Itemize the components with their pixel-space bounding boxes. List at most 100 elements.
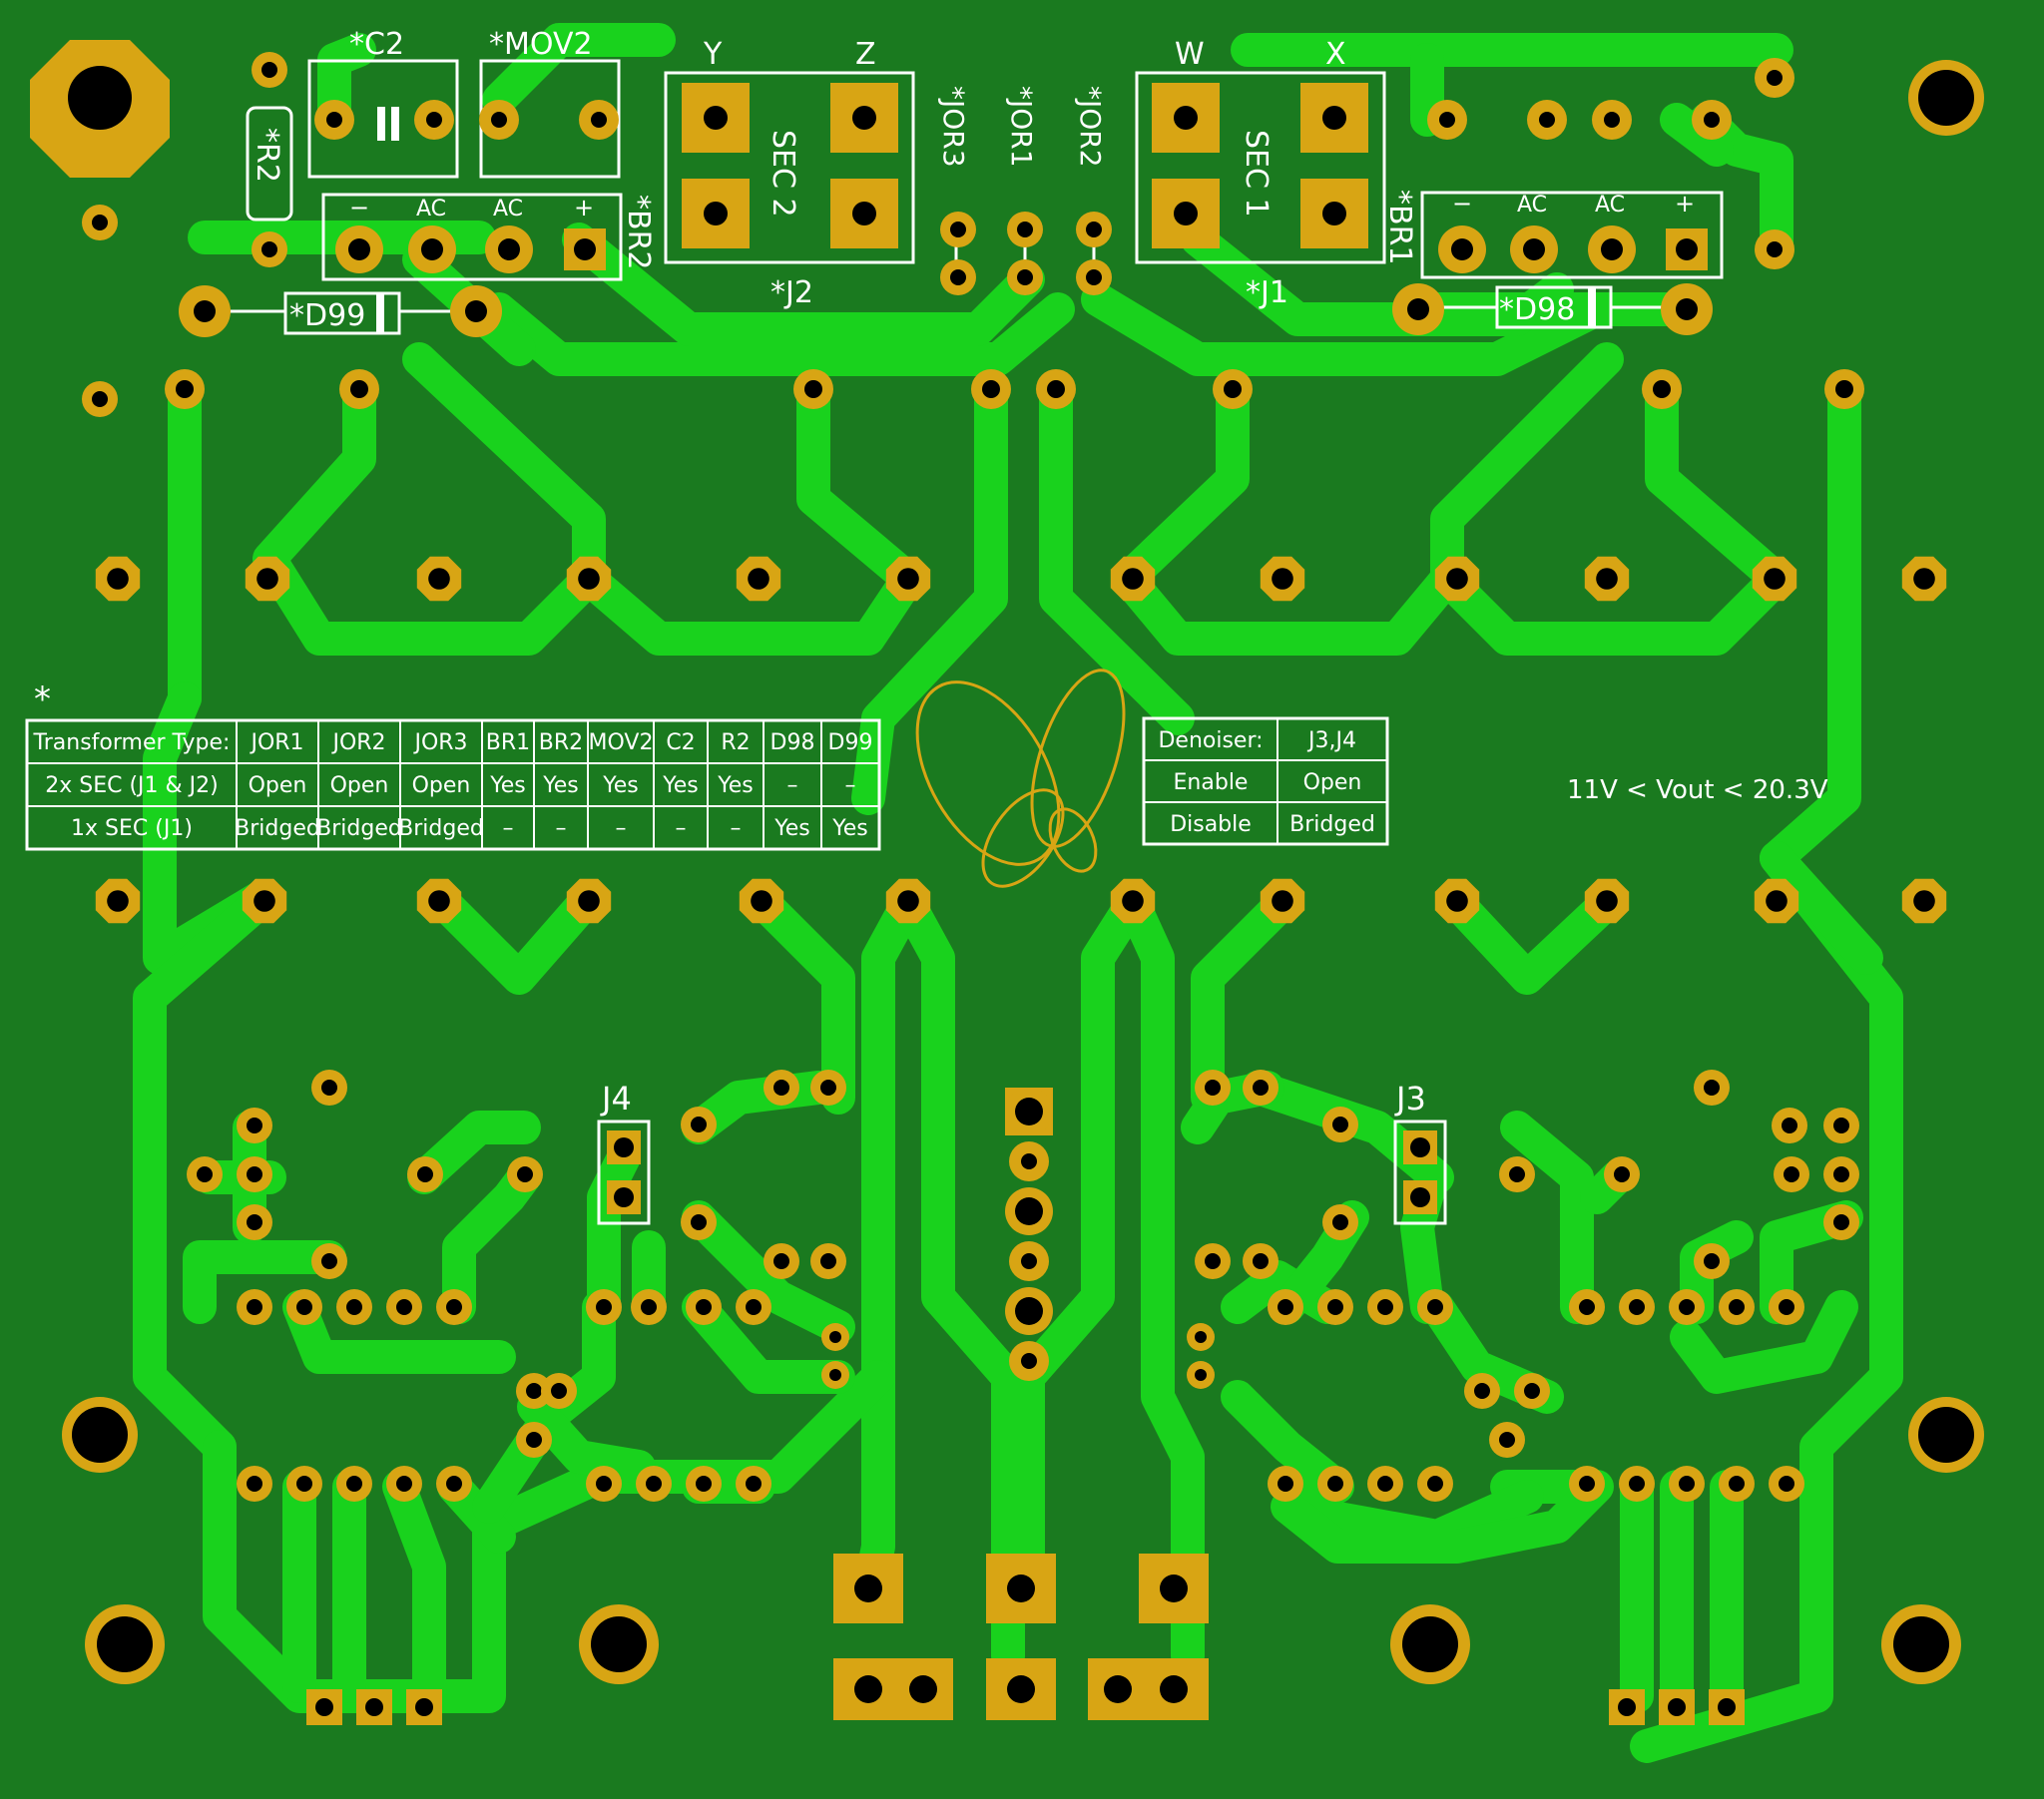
pad [833, 1554, 903, 1623]
pad [1300, 179, 1368, 248]
label-jor2: *JOR2 [1074, 86, 1107, 168]
pad [339, 369, 379, 409]
label-j2: *J2 [770, 275, 813, 310]
pad [485, 225, 533, 273]
pad [237, 1156, 272, 1192]
pad [187, 1156, 223, 1192]
pad [1584, 556, 1630, 602]
pad [311, 1243, 347, 1279]
pad [436, 1289, 472, 1325]
pad [1007, 212, 1043, 247]
pad [586, 1466, 622, 1502]
br1-ac2: AC [1595, 193, 1625, 218]
pad [810, 1243, 846, 1279]
pad [408, 225, 456, 273]
pad [286, 1466, 322, 1502]
config-cell: – [787, 773, 798, 798]
pad [237, 1204, 272, 1240]
pad [1322, 1204, 1358, 1240]
pad [252, 52, 287, 88]
pad [681, 1107, 717, 1142]
pad [407, 1156, 443, 1192]
br1-ac1: AC [1517, 193, 1547, 218]
pad [1774, 1156, 1809, 1192]
pad [566, 878, 612, 924]
pad [1195, 1070, 1231, 1106]
logo-mark [915, 669, 1126, 888]
label-w: W [1175, 37, 1205, 72]
pad [1187, 1361, 1215, 1389]
config-cell: Yes [773, 816, 810, 841]
pad [971, 369, 1011, 409]
pad [1392, 283, 1444, 335]
pad [1152, 83, 1220, 153]
config-header-cell: BR2 [539, 730, 583, 755]
pad [1584, 878, 1630, 924]
pad [356, 1689, 392, 1725]
pad [586, 1289, 622, 1325]
pad [607, 1180, 641, 1214]
pad [1260, 878, 1305, 924]
config-header-cell: C2 [666, 730, 695, 755]
pad [793, 369, 833, 409]
pad [1499, 1156, 1535, 1192]
pad [1243, 1243, 1278, 1279]
pad [1367, 1466, 1403, 1502]
pad [739, 878, 784, 924]
pad [1619, 1289, 1655, 1325]
pad [1317, 1466, 1353, 1502]
config-header-cell: R2 [721, 730, 750, 755]
pad [1438, 225, 1486, 273]
config-cell: Open [249, 773, 307, 798]
pad [1719, 1466, 1755, 1502]
pad [736, 556, 781, 602]
pad [681, 1204, 717, 1240]
pad [1823, 1108, 1859, 1143]
pad [1417, 1466, 1453, 1502]
pad [1076, 212, 1112, 247]
config-cell: Yes [831, 816, 868, 841]
config-cell: – [503, 816, 514, 841]
config-cell: Yes [602, 773, 639, 798]
pad [607, 1130, 641, 1164]
pad [686, 1466, 722, 1502]
config-cell: Open [330, 773, 389, 798]
label-z: Z [855, 37, 876, 72]
pad [1772, 1108, 1807, 1143]
pad [833, 1658, 903, 1720]
pad [764, 1070, 799, 1106]
pad [237, 1289, 272, 1325]
pad [245, 556, 290, 602]
pad [416, 878, 462, 924]
j2-outline [664, 71, 915, 264]
pad [165, 369, 205, 409]
pad [1709, 1689, 1745, 1725]
config-header-cell: D98 [770, 730, 815, 755]
pad [1195, 1243, 1231, 1279]
label-jor3: *JOR3 [937, 86, 970, 168]
pad [736, 1289, 771, 1325]
pad [1755, 58, 1794, 98]
config-cell: Open [412, 773, 471, 798]
denoiser-header-cell: Denoiser: [1158, 728, 1263, 753]
pad [986, 1554, 1056, 1623]
br2-ac2: AC [493, 197, 523, 222]
label-sec2: SEC 2 [766, 130, 800, 218]
pad [252, 231, 287, 267]
pad [1692, 100, 1732, 140]
pad [566, 556, 612, 602]
pad [1434, 556, 1480, 602]
pad [736, 1466, 771, 1502]
pad [82, 381, 118, 417]
pad [1434, 878, 1480, 924]
pad [1260, 556, 1305, 602]
pad [1403, 1180, 1437, 1214]
pad [1464, 1373, 1500, 1409]
label-x: X [1325, 37, 1346, 72]
pad [1669, 1289, 1705, 1325]
pad [682, 179, 750, 248]
pad [1322, 1107, 1358, 1142]
br1-plus: + [1675, 190, 1695, 218]
label-jor1: *JOR1 [1005, 86, 1038, 168]
pad [686, 1289, 722, 1325]
